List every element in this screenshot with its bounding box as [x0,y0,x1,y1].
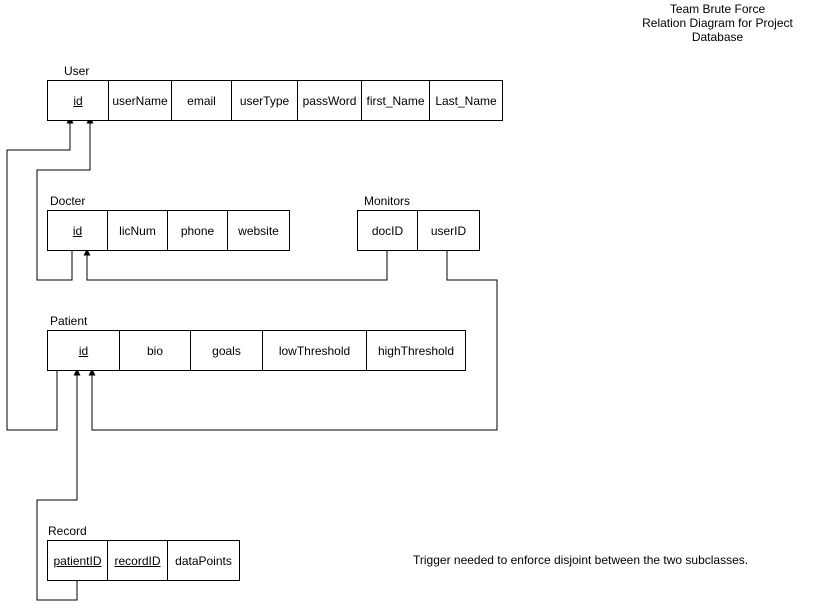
record-table: patientID recordID dataPoints [47,540,240,581]
docter-column-website: website [228,211,289,250]
patient-column-lowthreshold: lowThreshold [263,331,367,370]
user-column-label: first_Name [366,93,425,108]
docter-column-label: id [72,223,83,238]
user-column-email: email [172,81,232,120]
docter-column-label: phone [180,223,215,238]
patient-column-label: bio [146,343,163,358]
patient-column-goals: goals [191,331,263,370]
docter-column-licnum: licNum [108,211,168,250]
user-column-usertype: userType [232,81,298,120]
user-column-id: id [48,81,109,120]
fk-monitors-docid-to-docter-id [83,248,388,281]
patient-column-label: goals [212,343,241,358]
user-column-label: id [73,93,83,108]
record-column-datapoints: dataPoints [168,541,239,580]
record-column-label: dataPoints [175,553,232,568]
patient-table-label: Patient [50,314,88,328]
monitors-table-label: Monitors [364,194,411,208]
patient-column-bio: bio [120,331,191,370]
monitors-column-docid: docID [358,211,418,250]
user-column-label: userType [239,93,290,108]
user-column-label: Last_Name [435,93,497,108]
user-column-password: passWord [298,81,362,120]
record-table-label: Record [48,524,87,538]
record-column-label: recordID [114,553,161,568]
monitors-column-userid: userID [418,211,479,250]
patient-column-id: id [48,331,120,370]
user-column-last-name: Last_Name [430,81,502,120]
patient-column-label: lowThreshold [278,343,351,358]
fk-monitors-userid-to-patient-id [88,250,498,431]
header-diagram-title: Relation Diagram for Project Database [642,16,793,44]
fk-patient-id-to-user-id [6,116,74,431]
user-table: id userName email userType passWord first_Nam… [47,80,503,121]
fk-docter-id-to-user-id [36,116,94,281]
docter-table: id licNum phone website [47,210,290,251]
user-column-label: userName [112,93,168,108]
fk-record-patientid-to-patient-id [36,368,81,601]
patient-column-highthreshold: highThreshold [367,331,465,370]
diagram-header: Team Brute Force Relation Diagram for Pr… [615,2,820,44]
trigger-note: Trigger needed to enforce disjoint betwe… [413,553,749,567]
user-column-first-name: first_Name [362,81,430,120]
monitors-table: docID userID [357,210,480,251]
monitors-column-label: userID [430,223,467,238]
patient-column-label: highThreshold [377,343,455,358]
record-column-patientid: patientID [48,541,108,580]
docter-column-phone: phone [168,211,228,250]
docter-column-label: licNum [119,223,156,238]
docter-column-label: website [238,223,279,238]
monitors-column-label: docID [371,223,404,238]
user-table-label: User [64,64,90,78]
record-column-recordid: recordID [108,541,168,580]
record-column-label: patientID [53,553,102,568]
docter-column-id: id [48,211,108,250]
docter-table-label: Docter [50,194,86,208]
user-column-label: passWord [302,93,357,108]
user-column-username: userName [109,81,172,120]
header-team-name: Team Brute Force [669,2,766,16]
patient-column-label: id [78,343,89,358]
patient-table: id bio goals lowThreshold highThreshold [47,330,466,371]
user-column-label: email [187,93,216,108]
